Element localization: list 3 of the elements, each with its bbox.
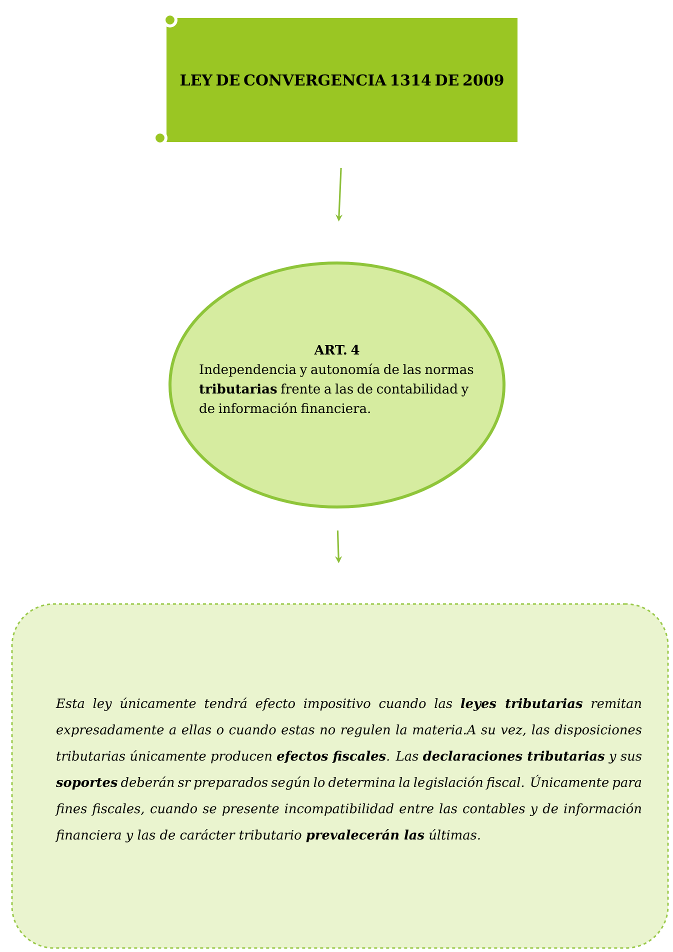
scroll-banner: LEY DE CONVERGENCIA 1314 DE 2009 <box>162 14 522 146</box>
ellipse-node: ART. 4 Independencia y autonomía de las normas tributarias frente a las de contabilidad y de información financiera. <box>168 262 506 508</box>
dashed-rounded-box: Esta ley únicamente tendrá efecto impositivo cuando las leyes tributarias remitan expresadamente a ellas o cuando estas no regulen la materia.A su vez, las disposiciones tributarias únicamente producen efectos fiscales. Las declaraciones tributarias y sus soportes deberán sr preparados según lo determina la legislación fiscal. Únicamente para fines fiscales, cuando se presente incompatibilidad entre las contables y de información financiera y las de carácter tributario prevalecerán las últimas. <box>11 603 669 949</box>
